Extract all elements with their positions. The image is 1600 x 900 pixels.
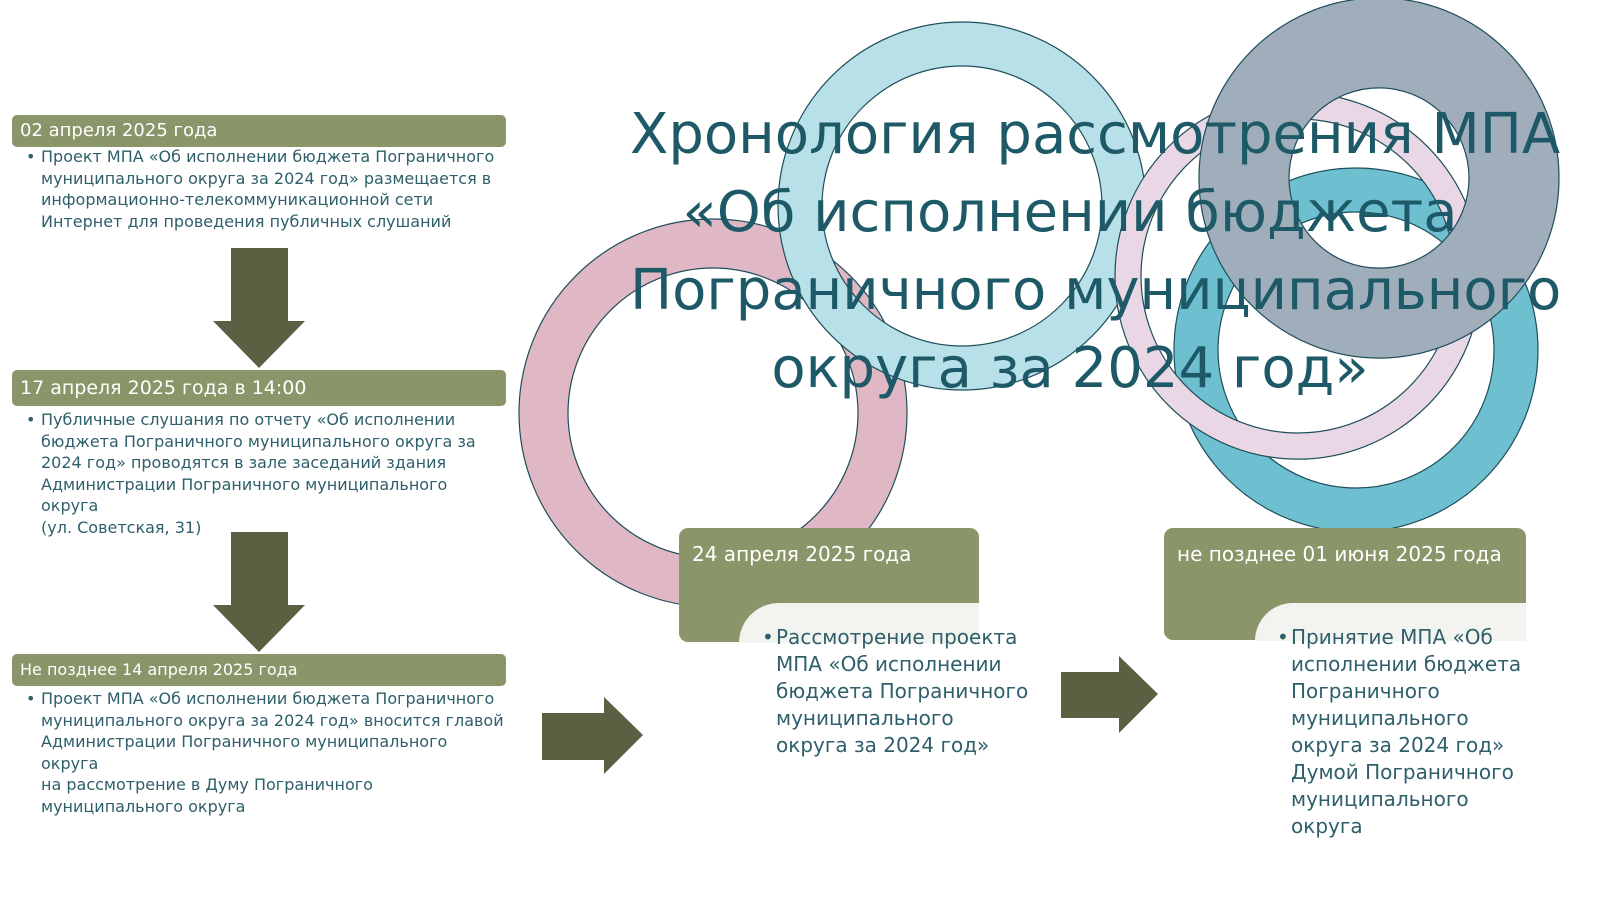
text-line: Проект МПА «Об исполнении бюджета Погран… xyxy=(41,689,495,708)
card-2-text: Принятие МПА «Об исполнении бюджета Погр… xyxy=(1291,624,1547,840)
down-arrow-2 xyxy=(213,532,305,652)
step-3-text: Проект МПА «Об исполнении бюджета Погран… xyxy=(41,688,506,817)
step-3-date-header: Не позднее 14 апреля 2025 года xyxy=(12,654,506,686)
text-line: округа xyxy=(1291,814,1363,838)
title-line: округа за 2024 год» xyxy=(771,336,1369,401)
text-line: бюджета Пограничного муниципального окру… xyxy=(41,431,476,451)
bullet-icon: • xyxy=(26,410,36,429)
down-arrow-1 xyxy=(213,248,305,368)
text-line: муниципального xyxy=(1291,787,1469,811)
light-blue-ring xyxy=(777,21,1147,391)
text-line: Администрации Пограничного муниципальног… xyxy=(41,474,448,516)
text-line: Публичные слушания по отчету «Об исполне… xyxy=(41,410,456,429)
text-line: МПА «Об исполнении xyxy=(776,652,1002,676)
title-line: Хронология рассмотрения МПА xyxy=(630,102,1561,167)
step-1-date-header: 02 апреля 2025 года xyxy=(12,115,506,147)
text-line: Интернет для проведения публичных слушан… xyxy=(41,211,452,231)
text-line: Пограничного xyxy=(1291,679,1440,703)
text-line: муниципального округа за 2024 год» вноси… xyxy=(41,710,504,730)
bullet-icon: • xyxy=(1277,625,1289,649)
title-line: Пограничного муниципального xyxy=(630,258,1562,323)
text-line: (ул. Советская, 31) xyxy=(41,517,202,537)
text-line: округа за 2024 год» xyxy=(1291,733,1505,757)
text-line: 2024 год» проводятся в зале заседаний зд… xyxy=(41,453,447,472)
step-2-date-header: 17 апреля 2025 года в 14:00 xyxy=(12,370,506,406)
right-arrow-1 xyxy=(542,697,643,774)
card-1-panel xyxy=(739,603,979,643)
right-arrow-2 xyxy=(1061,656,1158,733)
light-pink-ring xyxy=(1114,92,1482,460)
text-line: на рассмотрение в Думу Пограничного xyxy=(41,775,373,794)
title-line: «Об исполнении бюджета xyxy=(682,180,1458,245)
text-line: информационно-телекоммуникационной сети xyxy=(41,190,434,209)
text-line: Рассмотрение проекта xyxy=(776,625,1018,649)
step-1-description: • Проект МПА «Об исполнении бюджета Погр… xyxy=(26,146,506,232)
bullet-icon: • xyxy=(762,625,774,649)
text-line: муниципального xyxy=(776,706,954,730)
card-1-description: • Рассмотрение проекта МПА «Об исполнени… xyxy=(762,624,1032,759)
step-1-text: Проект МПА «Об исполнении бюджета Погран… xyxy=(41,146,506,232)
gray-ring xyxy=(1198,0,1560,359)
step-3-description: • Проект МПА «Об исполнении бюджета Погр… xyxy=(26,688,506,817)
step-2-description: • Публичные слушания по отчету «Об испол… xyxy=(26,409,506,538)
card-2-description: • Принятие МПА «Об исполнении бюджета По… xyxy=(1277,624,1547,840)
step-2-text: Публичные слушания по отчету «Об исполне… xyxy=(41,409,506,538)
text-line: исполнении бюджета xyxy=(1291,652,1522,676)
text-line: Проект МПА «Об исполнении бюджета Погран… xyxy=(41,147,495,166)
text-line: муниципального округа за 2024 год» разме… xyxy=(41,168,492,188)
text-line: муниципального округа xyxy=(41,796,246,816)
card-1-text: Рассмотрение проекта МПА «Об исполнении … xyxy=(776,624,1032,759)
text-line: бюджета Пограничного xyxy=(776,679,1029,703)
text-line: муниципального xyxy=(1291,706,1469,730)
page-title: Хронология рассмотрения МПА «Об исполнен… xyxy=(630,96,1562,408)
text-line: Администрации Пограничного муниципальног… xyxy=(41,732,448,773)
text-line: округа за 2024 год» xyxy=(776,733,990,757)
bullet-icon: • xyxy=(26,689,36,708)
text-line: Принятие МПА «Об xyxy=(1291,625,1493,649)
card-1-date-header: 24 апреля 2025 года xyxy=(679,528,979,642)
card-2-panel xyxy=(1255,603,1526,641)
text-line: Думой Пограничного xyxy=(1291,760,1514,784)
bullet-icon: • xyxy=(26,147,36,166)
